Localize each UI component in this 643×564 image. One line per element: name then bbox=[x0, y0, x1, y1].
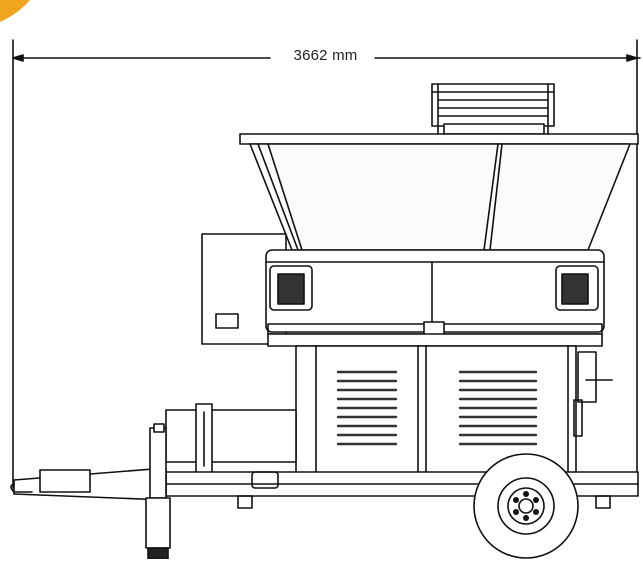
overall-length-label: 3662 mm bbox=[0, 47, 643, 64]
vent-grille-right bbox=[458, 370, 538, 446]
jack-stand bbox=[145, 423, 171, 560]
vent-grille-left bbox=[336, 370, 398, 446]
ladder-rail bbox=[431, 83, 555, 135]
upper-body bbox=[265, 249, 605, 347]
hopper bbox=[239, 133, 639, 251]
dimension-line bbox=[12, 39, 641, 489]
corner-accent bbox=[0, 0, 30, 22]
wheel bbox=[473, 453, 579, 559]
dimension-text: 3662 mm bbox=[287, 47, 364, 64]
tank bbox=[165, 403, 297, 475]
wheel-hub-bolts bbox=[513, 491, 539, 521]
engine-enclosure bbox=[295, 345, 613, 475]
